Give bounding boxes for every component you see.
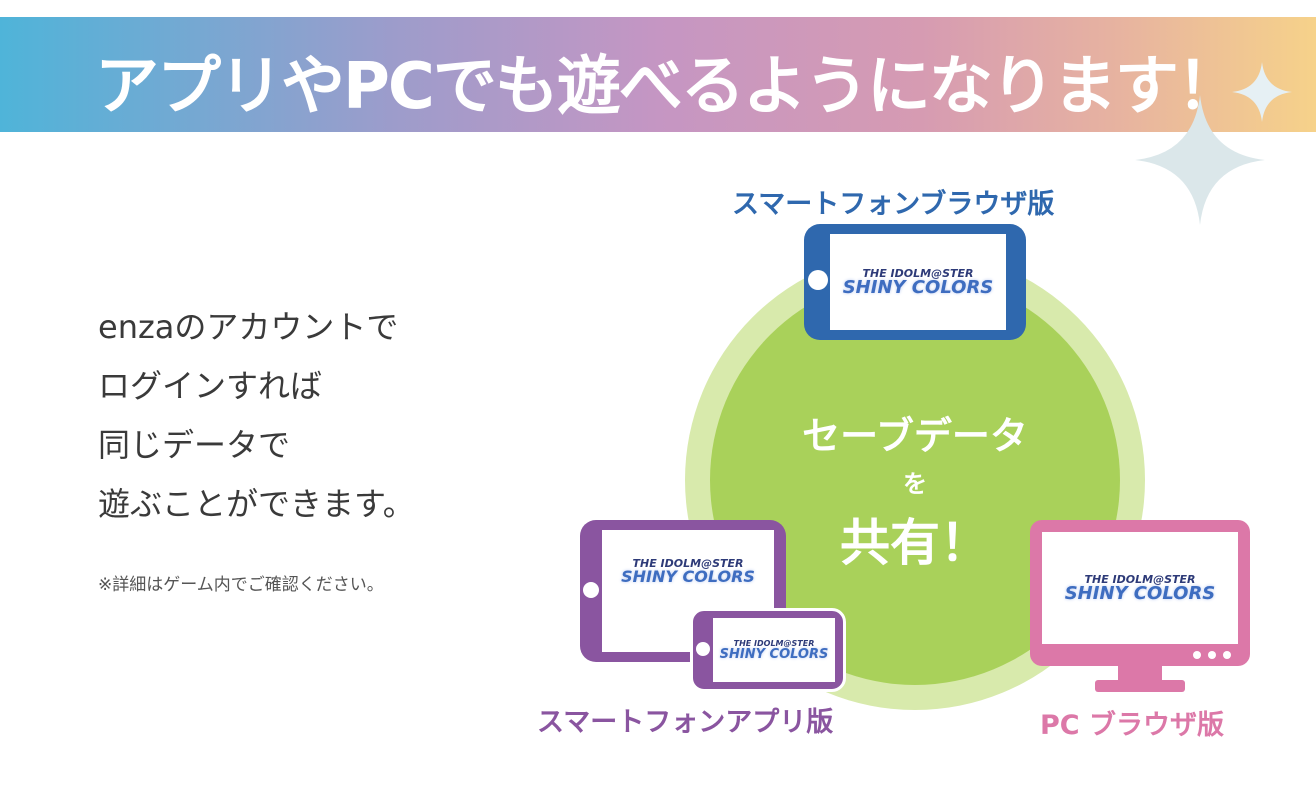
sparkle-icon [1135, 95, 1265, 225]
lead-line: enzaのアカウントで [98, 308, 399, 346]
lead-line: 遊ぶことができます。 [98, 485, 415, 523]
label-pc-browser: PC ブラウザ版 [1040, 710, 1225, 741]
label-smartphone-browser: スマートフォンブラウザ版 [732, 189, 1055, 220]
lead-line: 同じデータで [98, 426, 291, 464]
indicator-dots-icon [1193, 651, 1231, 659]
lead-line: ログインすれば [98, 367, 323, 405]
share-line: セーブデータ [802, 414, 1028, 458]
header-banner: アプリやPCでも遊べるようになります！ [0, 17, 1316, 132]
share-message: セーブデータ を 共有！ [735, 405, 1095, 575]
note-text: ※詳細はゲーム内でご確認ください。 [98, 575, 384, 595]
share-line: を [903, 470, 927, 498]
home-button-icon [696, 642, 710, 656]
home-button-icon [808, 270, 828, 290]
share-line: 共有！ [840, 514, 990, 572]
sparkle-icon [1232, 62, 1292, 122]
monitor-stand [1118, 666, 1162, 682]
lead-text: enzaのアカウントで ログインすれば 同じデータで 遊ぶことができます。 [98, 298, 415, 534]
monitor-base [1095, 680, 1185, 692]
label-smartphone-app: スマートフォンアプリ版 [537, 707, 834, 738]
home-button-icon [583, 582, 599, 598]
banner-title: アプリやPCでも遊べるようになります！ [95, 50, 1241, 124]
